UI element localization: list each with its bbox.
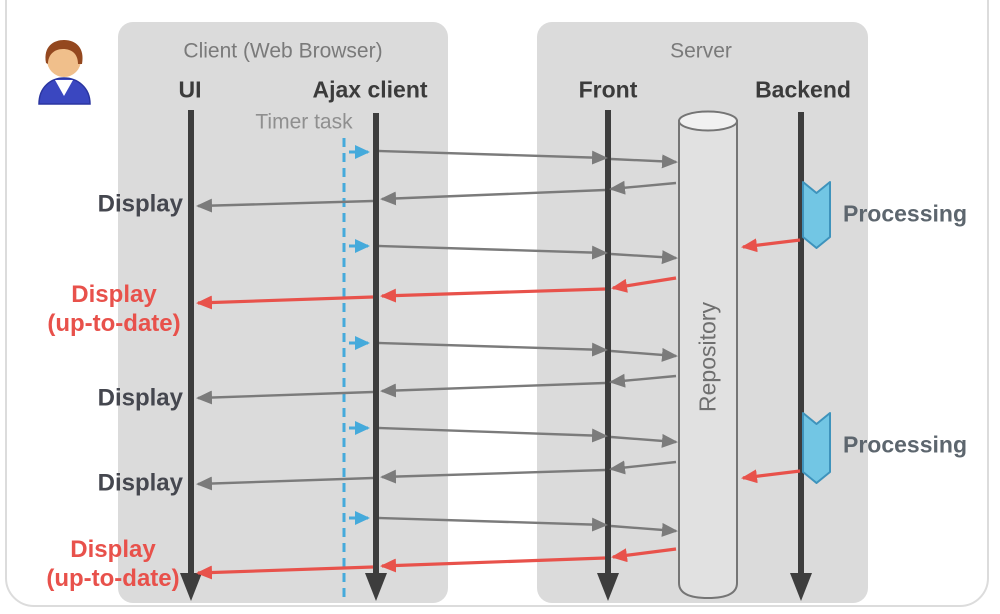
- poll-response-arrow: [380, 556, 606, 573]
- poll-response-arrow: [380, 287, 606, 303]
- database-cylinder-icon: [678, 110, 738, 600]
- display-label: Display (up-to-date): [46, 536, 180, 592]
- display-arrow: [196, 198, 374, 213]
- backend-update-arrow: [741, 238, 801, 253]
- user-icon: [38, 40, 91, 105]
- client-panel: [118, 22, 448, 603]
- lifelines: [188, 110, 804, 575]
- display-label: Display (up-to-date): [47, 281, 181, 337]
- processing-chevron-icon: [802, 181, 831, 484]
- poll-request-arrow: [378, 341, 608, 357]
- server-panel-title: Server: [670, 39, 732, 63]
- poll-request-arrow: [378, 516, 608, 532]
- poll-request-arrow: [378, 149, 608, 165]
- lifeline-label-backend: Backend: [755, 76, 851, 103]
- poll-response-arrow: [611, 276, 677, 293]
- processing-label: Processing: [843, 431, 967, 458]
- repository-label: Repository: [694, 302, 721, 412]
- poll-response-arrow: [609, 180, 677, 195]
- poll-request-arrow: [610, 522, 678, 537]
- poll-response-arrow: [609, 460, 677, 475]
- poll-response-arrow: [609, 373, 677, 388]
- processing-label: Processing: [843, 200, 967, 227]
- poll-response-arrow: [380, 381, 606, 398]
- backend-update-arrow: [741, 469, 801, 484]
- lifeline-label-front: Front: [578, 76, 638, 103]
- poll-request-arrow: [610, 347, 678, 362]
- lifeline-end-arrowheads: [180, 573, 812, 601]
- timer-task-label: Timer task: [255, 110, 353, 134]
- display-arrow: [196, 565, 374, 580]
- display-arrow: [196, 295, 374, 310]
- display-arrow: [196, 390, 374, 405]
- poll-request-arrow: [378, 244, 608, 260]
- poll-request-arrow: [610, 433, 678, 448]
- poll-request-arrow: [610, 154, 678, 169]
- lifeline-label-ui: UI: [178, 76, 202, 103]
- display-arrow: [196, 476, 374, 491]
- lifeline-label-ajax-client: Ajax client: [312, 76, 428, 103]
- poll-request-arrow: [610, 250, 678, 265]
- poll-response-arrow: [380, 188, 606, 206]
- poll-response-arrow: [611, 547, 677, 563]
- poll-request-arrow: [378, 426, 608, 443]
- message-arrows: [196, 145, 801, 580]
- display-label: Display: [97, 190, 183, 218]
- poll-response-arrow: [380, 468, 606, 484]
- display-label: Display: [97, 384, 183, 412]
- slide-frame-border: [5, 0, 989, 607]
- display-label: Display: [97, 469, 183, 497]
- client-panel-title: Client (Web Browser): [183, 39, 383, 63]
